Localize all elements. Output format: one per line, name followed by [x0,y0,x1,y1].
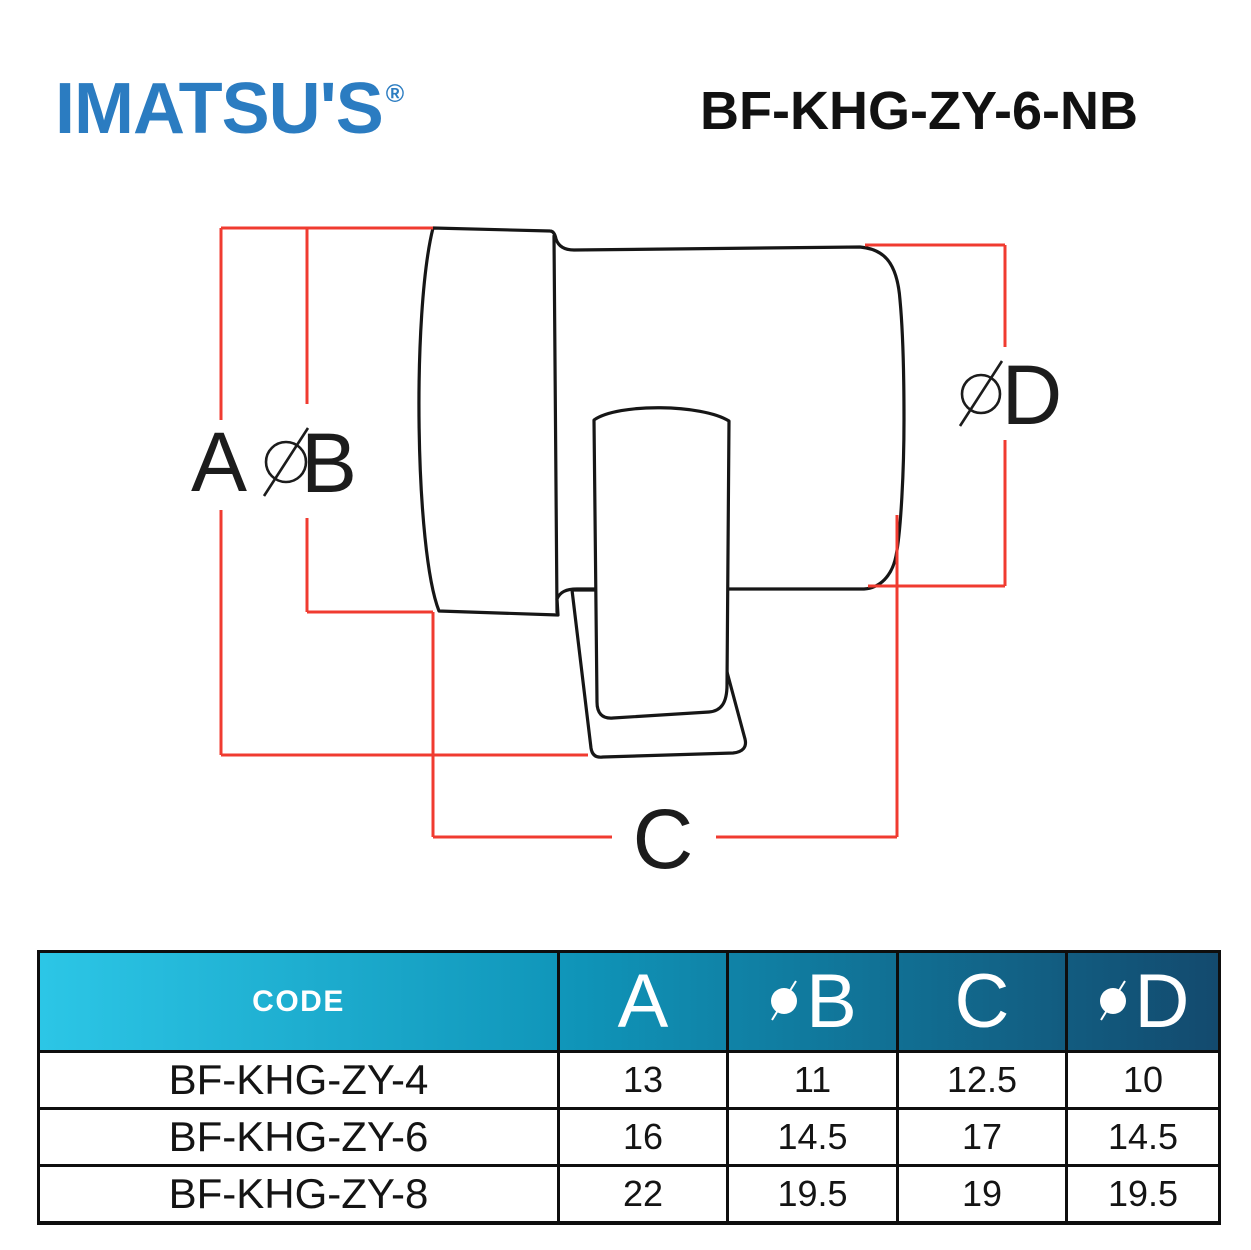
diameter-icon [1099,979,1126,1021]
row-code-value: BF-KHG-ZY-4 [168,1056,429,1103]
dim-label-d: D [1002,348,1063,442]
brand-logo: IMATSU'S® [55,68,404,150]
diameter-icon [262,427,310,497]
cell-value: 22 [622,1173,664,1214]
code-header-label: CODE [252,984,345,1018]
row-code-value: BF-KHG-ZY-8 [168,1170,429,1217]
table-row-code: BF-KHG-ZY-4 [40,1050,557,1107]
brand-name: IMATSU'S [55,69,384,149]
cell-value: 17 [961,1116,1003,1157]
cell-value: 19.5 [1107,1173,1179,1214]
table-row-code: BF-KHG-ZY-6 [40,1107,557,1164]
table-cell-a: 16 [557,1107,726,1164]
table-cell-d: 19.5 [1065,1164,1218,1221]
cell-value: 19 [961,1173,1003,1214]
cell-value: 10 [1122,1059,1164,1100]
cap-right-edge [552,234,559,614]
cell-value: 16 [622,1116,664,1157]
table-cell-b: 14.5 [726,1107,896,1164]
fitting-outline [417,226,906,759]
dimension-lines [219,226,1007,839]
dim-a-lines [219,226,588,757]
table-header-b: B [726,953,896,1050]
dim-label-b: B [301,416,357,510]
header-b-label: B [806,958,857,1044]
dim-b-lines [305,228,433,614]
table-header-d: D [1065,953,1218,1050]
table-cell-c: 19 [896,1164,1065,1221]
row-code-value: BF-KHG-ZY-6 [168,1113,429,1160]
fitting-tab [592,406,731,720]
cell-value: 14.5 [777,1116,848,1157]
table-cell-a: 22 [557,1164,726,1221]
table-header-code: CODE [40,953,557,1050]
table-header-a: A [557,953,726,1050]
table-cell-d: 10 [1065,1050,1218,1107]
product-code-title: BF-KHG-ZY-6-NB [700,81,1138,141]
dim-label-a: A [191,415,247,509]
cell-value: 13 [622,1059,664,1100]
cell-value: 14.5 [1107,1116,1179,1157]
header-c-label: C [954,958,1010,1044]
registered-trademark-icon: ® [385,80,404,108]
table-cell-d: 14.5 [1065,1107,1218,1164]
diameter-icon [958,360,1004,427]
table-cell-c: 12.5 [896,1050,1065,1107]
dim-c-lines [431,515,899,839]
header-a-label: A [617,958,669,1044]
dim-label-c: C [633,792,694,886]
cell-value: 19.5 [777,1173,848,1214]
table-cell-c: 17 [896,1107,1065,1164]
dim-d-lines [865,243,1007,588]
table-header-c: C [896,953,1065,1050]
cell-value: 12.5 [946,1059,1018,1100]
cell-value: 11 [793,1059,832,1100]
table-row-code: BF-KHG-ZY-8 [40,1164,557,1221]
table-cell-b: 11 [726,1050,896,1107]
spec-table: CODE A B C D BF-KHG-ZY-4 13 11 12.5 10 [37,950,1221,1225]
diameter-icon [771,979,798,1021]
header-d-label: D [1134,958,1190,1044]
table-cell-a: 13 [557,1050,726,1107]
table-cell-b: 19.5 [726,1164,896,1221]
